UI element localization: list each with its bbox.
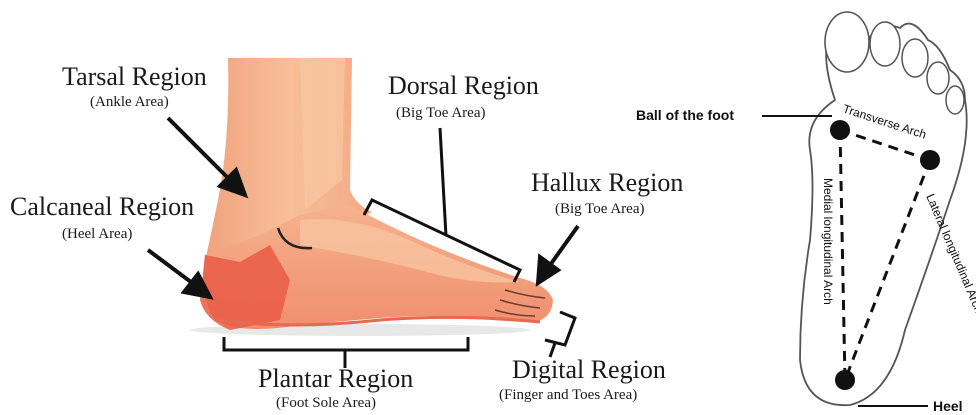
ball-point-medial	[830, 120, 850, 140]
tarsal-region-title: Tarsal Region	[62, 64, 207, 90]
calcaneal-region-title: Calcaneal Region	[10, 194, 194, 220]
heel-label: Heel	[933, 399, 963, 413]
hallux-region-title: Hallux Region	[531, 170, 683, 196]
tarsal-arrow-shaft	[168, 118, 230, 180]
hallux-region-subtitle: (Big Toe Area)	[555, 202, 644, 217]
dorsal-region-subtitle: (Big Toe Area)	[396, 106, 485, 121]
tarsal-region-subtitle: (Ankle Area)	[90, 95, 169, 110]
hallux-arrow-shaft	[548, 226, 578, 268]
digital-bracket	[545, 312, 575, 357]
heel-point	[835, 370, 855, 390]
plantar-region-title: Plantar Region	[258, 366, 413, 392]
ball-of-foot-label: Ball of the foot	[636, 108, 734, 122]
digital-region-subtitle: (Finger and Toes Area)	[499, 388, 637, 403]
calcaneal-arrow-shaft	[148, 250, 195, 285]
medial-arch-label: Medial longitudinal Arch	[821, 178, 835, 305]
ball-point-lateral	[920, 150, 940, 170]
calcaneal-region-subtitle: (Heel Area)	[62, 227, 132, 242]
plantar-region-subtitle: (Foot Sole Area)	[276, 396, 376, 411]
digital-region-title: Digital Region	[512, 357, 666, 383]
dorsal-region-title: Dorsal Region	[388, 73, 539, 99]
